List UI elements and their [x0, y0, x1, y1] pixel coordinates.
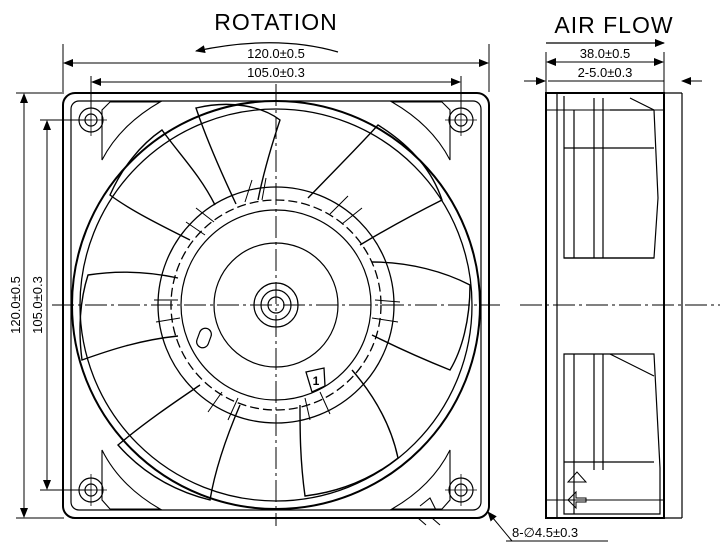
hole-callout-label: 8-∅4.5±0.3 — [512, 525, 578, 540]
fan-blades — [79, 103, 471, 501]
overall-width-label: 120.0±0.5 — [247, 46, 305, 61]
air-flow-title: AIR FLOW — [554, 12, 673, 38]
air-flow-symbol-icon — [567, 490, 587, 510]
rotation-title: ROTATION — [214, 9, 337, 35]
lower-side-window — [563, 353, 661, 515]
rotation-symbol-icon — [566, 471, 588, 483]
lead-wire — [417, 517, 441, 526]
corner-webs — [101, 101, 451, 510]
mounting-hole — [75, 474, 107, 506]
flange-label: 2-5.0±0.3 — [578, 65, 633, 80]
front-view: ROTATION 120.0±0.5 105.0±0.3 120.0±0.5 1… — [8, 9, 500, 526]
hole-callout-leader — [487, 511, 513, 542]
hub-slot — [196, 327, 212, 349]
rotation-arrow-icon — [195, 42, 339, 54]
mounting-holes — [75, 104, 477, 506]
depth-label: 38.0±0.5 — [580, 46, 631, 61]
hole-spacing-width-label: 105.0±0.3 — [247, 65, 305, 80]
rotation-marker-icon — [305, 367, 326, 393]
upper-side-window — [563, 96, 659, 259]
overall-height-label: 120.0±0.5 — [8, 276, 23, 334]
mounting-hole — [445, 104, 477, 136]
hole-spacing-height-label: 105.0±0.3 — [30, 276, 45, 334]
wire-notch — [419, 497, 437, 511]
mounting-hole — [445, 474, 477, 506]
side-view: AIR FLOW 38.0±0.5 2-5.0±0.3 — [520, 12, 720, 519]
rotation-marker-label: 1 — [313, 374, 320, 388]
mounting-hole — [75, 104, 107, 136]
